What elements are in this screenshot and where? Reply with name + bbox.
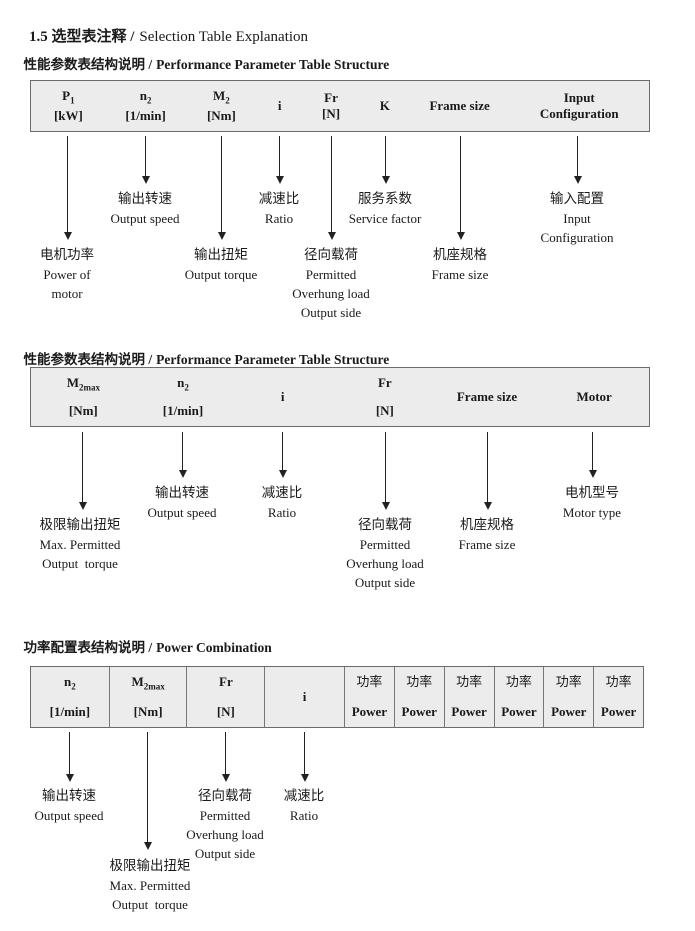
column-n2: n2 [1/min] [49,674,91,719]
callout-output-speed: 输出转速 Output speed [110,191,180,226]
arrow-fr [381,432,390,510]
callout-max-output-torque: 极限输出扭矩 Max. Permitted Output torque [109,858,191,912]
column-unit: [N] [216,704,235,719]
column-k: K [379,98,390,113]
arrow-n2 [65,732,74,782]
column-power-2: 功率 Power [393,667,444,727]
arrow-frame-size [456,136,465,240]
column-m2: M2 [Nm] [206,87,236,124]
subscript: 2max [78,382,100,393]
column-unit: [Nm] [133,704,163,719]
callout-ratio: 减速比 Ratio [283,788,325,823]
section1-heading: 性能参数表结构说明 /Performance Parameter Table S… [23,57,390,72]
column-motor: Motor [576,389,612,404]
column-power-6: 功率 Power [593,667,643,727]
arrow-fr [327,136,336,240]
arrow-ratio [278,432,287,478]
column-n2: n2 [1/min] [162,375,204,418]
page-title-zh: 1.5 选型表注释 / [29,29,135,45]
page-title: 1.5 选型表注释 /Selection Table Explanation [14,8,308,63]
column-frame-size: Frame size [456,389,518,404]
section2-heading: 性能参数表结构说明 /Performance Parameter Table S… [23,352,390,367]
arrow-n2 [141,136,150,184]
column-power-4: 功率 Power [493,667,544,727]
column-unit: [N] [322,106,341,121]
arrow-p1 [63,136,72,240]
performance-table-1-header: P1 [kW] n2 [1/min] M2 [Nm] i Fr [N] K Fr… [30,80,650,132]
power-combination-table-header: n2 [1/min] M2max [Nm] Fr [N] i 功率 Power … [30,666,644,728]
column-p1: P1 [kW] [53,87,83,124]
subscript: 1 [70,95,75,106]
callout-service-factor: 服务系数 Service factor [348,191,422,226]
column-fr: Fr [N] [375,375,394,418]
column-ratio: i [264,667,344,727]
callout-overhung-load: 径向载荷 Permitted Overhung load Output side [186,788,264,861]
column-input-configuration: Input Configuration [539,90,619,121]
column-m2max: M2max [Nm] [108,667,187,727]
column-power-5: 功率 Power [543,667,593,727]
subscript: 2 [225,95,230,106]
column-unit: [kW] [53,108,83,124]
arrow-n2 [178,432,187,478]
column-power-1: 功率 Power [343,667,394,727]
arrow-k [381,136,390,184]
callout-output-speed: 输出转速 Output speed [147,485,217,520]
callout-output-torque: 输出扭矩 Output torque [184,247,258,282]
column-unit: [Nm] [68,403,98,418]
arrow-fr [221,732,230,782]
subscript: 2max [143,681,165,692]
arrow-m2 [217,136,226,240]
column-power-3: 功率 Power [443,667,494,727]
callout-max-output-torque: 极限输出扭矩 Max. Permitted Output torque [39,517,121,571]
arrow-m2max [78,432,87,510]
callout-input-configuration: 输入配置 Input Configuration [540,191,614,245]
arrow-input-configuration [573,136,582,184]
column-unit: [N] [375,403,394,418]
arrow-ratio [300,732,309,782]
arrow-motor [588,432,597,478]
column-n2: n2 [1/min] [125,87,166,124]
subscript: 2 [71,681,76,692]
arrow-frame-size [483,432,492,510]
callout-power-of-motor: 电机功率 Power of motor [40,247,94,301]
column-frame-size: Frame size [429,98,490,113]
column-unit: [1/min] [49,704,91,719]
performance-table-2-header: M2max [Nm] n2 [1/min] i Fr [N] Frame siz… [30,367,650,427]
callout-ratio: 减速比 Ratio [258,191,300,226]
arrow-ratio [275,136,284,184]
column-unit: [1/min] [162,403,204,418]
section3-heading: 功率配置表结构说明 /Power Combination [23,640,272,655]
arrow-m2max [143,732,152,850]
callout-frame-size: 机座规格 Frame size [458,517,516,552]
callout-frame-size: 机座规格 Frame size [431,247,489,282]
callout-ratio: 减速比 Ratio [261,485,303,520]
page-title-en: Selection Table Explanation [139,29,309,45]
column-ratio: i [280,389,285,404]
column-unit: [1/min] [125,108,166,124]
callout-overhung-load: 径向载荷 Permitted Overhung load Output side [346,517,424,590]
callout-motor-type: 电机型号 Motor type [562,485,622,520]
column-fr: Fr [N] [322,90,341,121]
callout-overhung-load: 径向载荷 Permitted Overhung load Output side [292,247,370,320]
column-m2max: M2max [Nm] [66,375,100,418]
callout-output-speed: 输出转速 Output speed [34,788,104,823]
column-fr: Fr [N] [186,667,264,727]
subscript: 2 [184,382,189,393]
column-unit: [Nm] [206,108,236,124]
subscript: 2 [147,95,152,106]
column-ratio: i [277,98,282,113]
